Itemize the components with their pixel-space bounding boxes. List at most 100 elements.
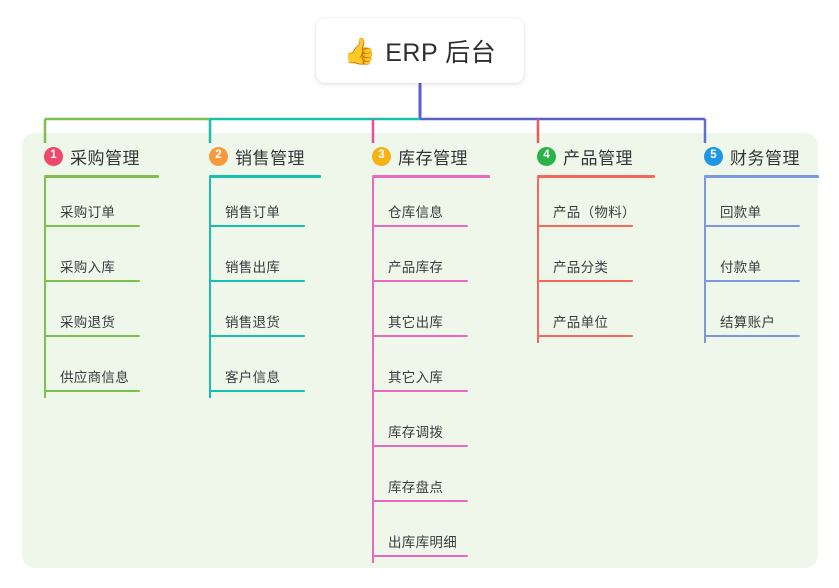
branch-title: 库存管理 [398, 148, 468, 168]
leaf-item-underline [704, 225, 800, 227]
branch-children: 回款单付款单结算账户 [690, 178, 819, 343]
leaf-item[interactable]: 其它出库 [358, 288, 490, 343]
branch-children: 销售订单销售出库销售退货客户信息 [195, 178, 321, 398]
leaf-item-underline [372, 225, 468, 227]
branch-index-badge: 1 [44, 146, 63, 166]
leaf-item[interactable]: 仓库信息 [358, 178, 490, 233]
leaf-item-label: 库存盘点 [388, 480, 444, 495]
leaf-item-label: 采购入库 [60, 260, 116, 275]
leaf-item[interactable]: 产品分类 [523, 233, 655, 288]
leaf-item-underline [372, 500, 468, 502]
leaf-item[interactable]: 销售退货 [195, 288, 321, 343]
branch-column-5: 5 财务管理回款单付款单结算账户 [690, 144, 819, 343]
branch-spine [537, 178, 539, 343]
leaf-item-label: 销售订单 [225, 205, 281, 220]
leaf-item-underline [537, 335, 633, 337]
leaf-item-label: 客户信息 [225, 370, 281, 385]
leaf-item[interactable]: 产品（物料） [523, 178, 655, 233]
leaf-item-underline [209, 280, 305, 282]
leaf-item-underline [537, 225, 633, 227]
leaf-item-label: 出库库明细 [388, 535, 457, 550]
branch-underline [209, 175, 321, 178]
leaf-item[interactable]: 采购退货 [30, 288, 159, 343]
leaf-item[interactable]: 其它入库 [358, 343, 490, 398]
leaf-item-label: 产品单位 [553, 315, 609, 330]
leaf-item-underline [44, 280, 140, 282]
leaf-item-underline [209, 335, 305, 337]
leaf-item[interactable]: 出库库明细 [358, 508, 490, 563]
leaf-item[interactable]: 结算账户 [690, 288, 819, 343]
leaf-item-label: 付款单 [720, 260, 762, 275]
leaf-item-underline [209, 390, 305, 392]
leaf-item-underline [209, 225, 305, 227]
leaf-item-label: 产品分类 [553, 260, 609, 275]
branch-header-5[interactable]: 5 财务管理 [690, 144, 819, 168]
leaf-item[interactable]: 采购入库 [30, 233, 159, 288]
branch-underline [372, 175, 490, 178]
branch-index-badge: 3 [372, 146, 391, 166]
branch-spine [44, 178, 46, 398]
leaf-item-label: 供应商信息 [60, 370, 129, 385]
leaf-item[interactable]: 库存盘点 [358, 453, 490, 508]
branch-underline [537, 175, 655, 178]
branch-title: 财务管理 [730, 148, 800, 168]
leaf-item-underline [372, 390, 468, 392]
leaf-item-underline [372, 555, 468, 557]
leaf-item-underline [704, 335, 800, 337]
leaf-item-label: 回款单 [720, 205, 762, 220]
leaf-item-label: 结算账户 [720, 315, 776, 330]
leaf-item-label: 仓库信息 [388, 205, 444, 220]
leaf-item[interactable]: 销售出库 [195, 233, 321, 288]
leaf-item[interactable]: 供应商信息 [30, 343, 159, 398]
branch-children: 仓库信息产品库存其它出库其它入库库存调拨库存盘点出库库明细 [358, 178, 490, 563]
branch-spine [704, 178, 706, 343]
leaf-item[interactable]: 客户信息 [195, 343, 321, 398]
branch-underline [44, 175, 159, 178]
leaf-item-underline [372, 335, 468, 337]
leaf-item-label: 销售出库 [225, 260, 281, 275]
branch-title: 采购管理 [70, 148, 140, 168]
branch-header-3[interactable]: 3 库存管理 [358, 144, 490, 168]
leaf-item-label: 其它入库 [388, 370, 444, 385]
branch-index-badge: 4 [537, 146, 556, 166]
branch-index-badge: 5 [704, 146, 723, 166]
branch-column-3: 3 库存管理仓库信息产品库存其它出库其它入库库存调拨库存盘点出库库明细 [358, 144, 490, 563]
leaf-item-label: 库存调拨 [388, 425, 444, 440]
root-node-title: ERP 后台 [385, 38, 497, 67]
branch-column-4: 4 产品管理产品（物料） 产品分类产品单位 [523, 144, 655, 343]
branch-header-4[interactable]: 4 产品管理 [523, 144, 655, 168]
branch-spine [372, 178, 374, 563]
leaf-item-underline [44, 335, 140, 337]
root-node[interactable]: 👍 ERP 后台 [316, 18, 524, 83]
leaf-item-underline [372, 280, 468, 282]
leaf-item-label: 销售退货 [225, 315, 281, 330]
branch-title: 产品管理 [563, 148, 633, 168]
leaf-item[interactable]: 产品单位 [523, 288, 655, 343]
branch-children: 采购订单采购入库采购退货供应商信息 [30, 178, 159, 398]
thumbs-up-icon: 👍 [343, 35, 377, 66]
leaf-item[interactable]: 库存调拨 [358, 398, 490, 453]
leaf-item-underline [537, 280, 633, 282]
leaf-item-underline [44, 390, 140, 392]
branch-spine [209, 178, 211, 398]
leaf-item[interactable]: 产品库存 [358, 233, 490, 288]
leaf-item-label: 其它出库 [388, 315, 444, 330]
branch-header-1[interactable]: 1 采购管理 [30, 144, 159, 168]
leaf-item-label: 采购订单 [60, 205, 116, 220]
leaf-item[interactable]: 采购订单 [30, 178, 159, 233]
leaf-item[interactable]: 回款单 [690, 178, 819, 233]
leaf-item-label: 采购退货 [60, 315, 116, 330]
leaf-item-underline [704, 280, 800, 282]
leaf-item-label: 产品库存 [388, 260, 444, 275]
branch-title: 销售管理 [235, 148, 305, 168]
leaf-item[interactable]: 销售订单 [195, 178, 321, 233]
branch-underline [704, 175, 819, 178]
leaf-item[interactable]: 付款单 [690, 233, 819, 288]
leaf-item-underline [372, 445, 468, 447]
leaf-item-label: 产品（物料） [553, 205, 636, 220]
leaf-item-underline [44, 225, 140, 227]
